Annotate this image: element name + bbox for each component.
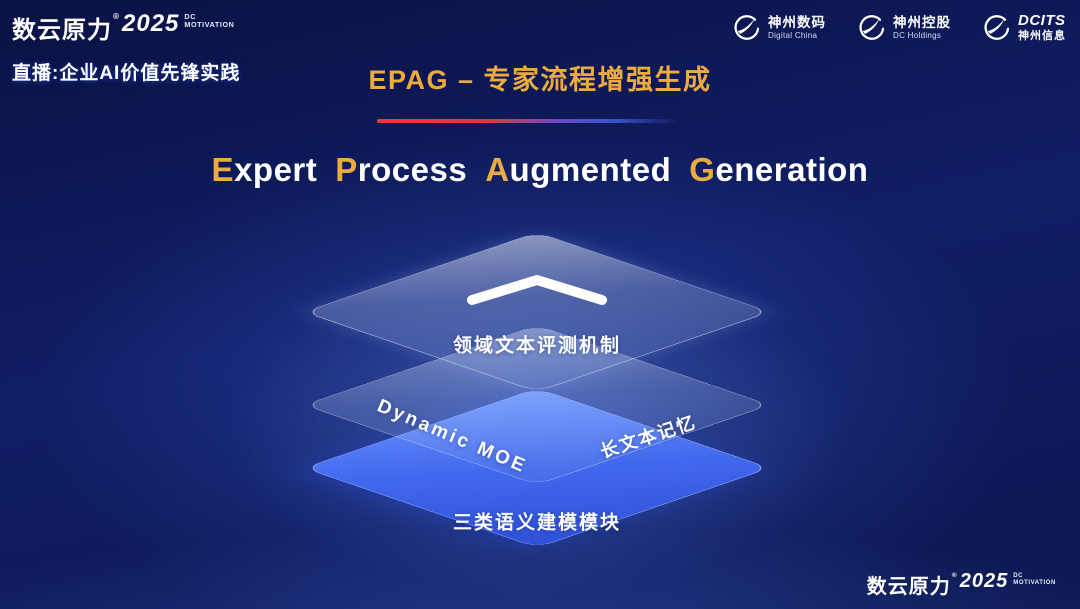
- registered-mark: ®: [951, 572, 957, 579]
- subtitle-word: Expert: [211, 151, 318, 188]
- logo-dcits: DCITS 神州信息: [981, 12, 1066, 43]
- brand-tag-dc: DC: [184, 12, 196, 21]
- brand-year: 2025: [959, 570, 1009, 592]
- brand-name: 数云原力: [866, 576, 951, 598]
- gradient-divider: [377, 119, 679, 123]
- logo-line2: 神州信息: [1018, 30, 1066, 42]
- swoosh-circle-icon: [734, 14, 760, 40]
- brand-tagline: DC MOTIVATION: [184, 12, 235, 30]
- subtitle-word: Generation: [689, 151, 869, 188]
- brand-logo-footer: 数云原力 ® 2025 DC MOTIVATION: [867, 570, 1056, 599]
- page-title: EPAG – 专家流程增强生成: [368, 65, 712, 95]
- brand-tag-motivation: MOTIVATION: [1013, 579, 1056, 586]
- logo-text: DCITS 神州信息: [1018, 12, 1066, 43]
- brand-name: 数云原力: [12, 17, 112, 44]
- layer-top-label: 领域文本评测机制: [452, 335, 622, 357]
- logo-text: 神州数码 Digital China: [768, 15, 826, 41]
- registered-mark: ®: [113, 12, 120, 21]
- logo-line1: 神州数码: [768, 14, 826, 30]
- subtitle-expert-process-augmented-generation: Expert Process Augmented Generation: [203, 151, 878, 189]
- brand-tag-dc: DC: [1013, 573, 1024, 579]
- logo-line1: DCITS: [1018, 12, 1066, 29]
- logo-text: 神州控股 DC Holdings: [893, 15, 951, 41]
- logo-digital-china: 神州数码 Digital China: [731, 13, 826, 43]
- logo-line2: DC Holdings: [893, 30, 942, 40]
- brand-logo-top: 数云原力 ® 2025 DC MOTIVATION: [12, 10, 234, 45]
- subtitle-word: Augmented: [485, 151, 672, 188]
- partner-logos: 神州数码 Digital China 神州控股 DC Holdings DCIT…: [731, 12, 1066, 43]
- subtitle-word: Process: [335, 151, 468, 188]
- brand-tagline: DC MOTIVATION: [1013, 573, 1056, 587]
- chevron-up-icon: [467, 275, 607, 305]
- live-banner-label: 直播:企业AI价值先锋实践: [12, 63, 241, 84]
- logo-line2: Digital China: [768, 30, 818, 40]
- layer-bottom-label: 三类语义建模模块: [452, 512, 622, 534]
- swoosh-circle-icon: [984, 14, 1010, 40]
- logo-line1: 神州控股: [893, 14, 951, 30]
- swoosh-circle-icon: [859, 14, 885, 40]
- logo-dc-holdings: 神州控股 DC Holdings: [856, 13, 951, 43]
- brand-year: 2025: [122, 10, 180, 37]
- brand-tag-motivation: MOTIVATION: [184, 20, 235, 30]
